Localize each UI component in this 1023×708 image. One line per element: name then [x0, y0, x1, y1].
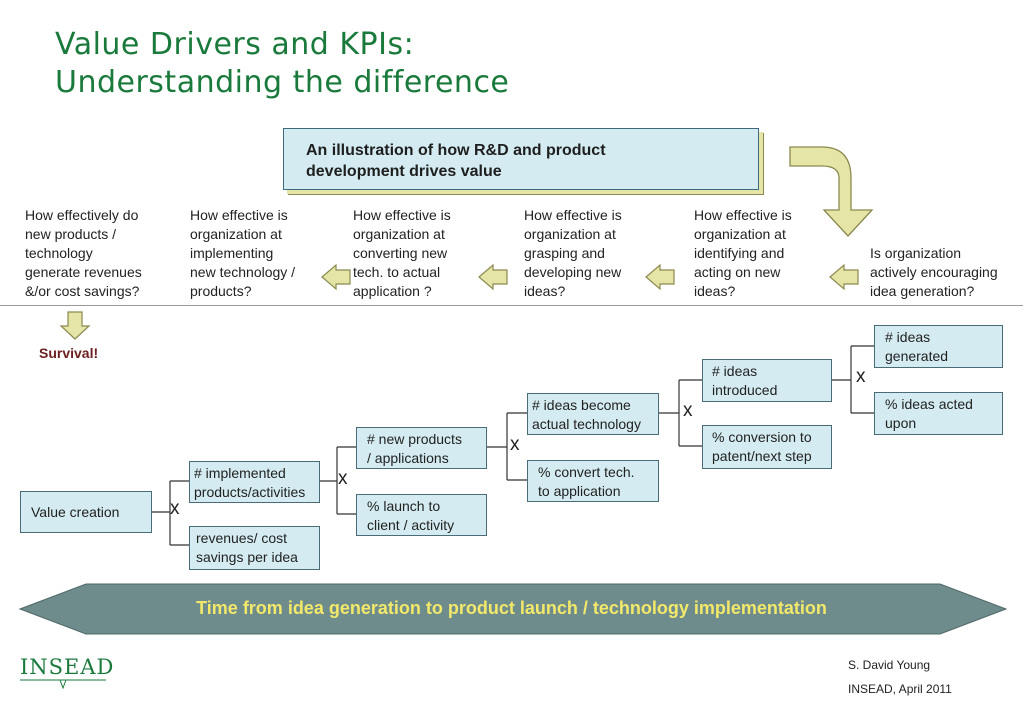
- question-line: How effective is: [694, 207, 792, 223]
- question-line: ideas?: [694, 283, 736, 299]
- node-label: generated: [885, 348, 949, 364]
- node-label: / applications: [367, 450, 449, 466]
- node-ideas-acted-upon: % ideas acted upon: [874, 392, 1003, 435]
- question-grasping: How effective is organization at graspin…: [524, 206, 622, 301]
- question-line: grasping and: [524, 245, 605, 261]
- node-label: # ideas: [712, 363, 758, 379]
- node-label: introduced: [712, 382, 778, 398]
- node-revenues-savings: revenues/ cost savings per idea: [189, 526, 320, 570]
- tree-connectors: [152, 345, 874, 546]
- question-line: identifying and: [694, 245, 785, 261]
- node-conversion-to-patent: % conversion to patent/next step: [702, 425, 832, 469]
- question-line: products?: [190, 283, 252, 299]
- node-label: % conversion to: [712, 429, 812, 445]
- question-line: technology: [25, 245, 93, 261]
- node-label: savings per idea: [196, 549, 298, 565]
- callout-line-1: An illustration of how R&D and product: [306, 142, 606, 159]
- node-label: % ideas acted: [885, 396, 973, 412]
- title-line-1: Value Drivers and KPIs:: [55, 27, 415, 62]
- question-line: generate revenues: [25, 264, 142, 280]
- question-line: implementing: [190, 245, 274, 261]
- question-line: developing new: [524, 264, 622, 280]
- curved-down-arrow: [789, 146, 874, 237]
- question-encouraging: Is organization actively encouraging ide…: [870, 244, 998, 301]
- left-arrow-1: [321, 263, 351, 291]
- survival-down-arrow: [59, 311, 91, 340]
- survival-label: Survival!: [39, 345, 99, 361]
- logo-text: INSEAD: [20, 655, 115, 679]
- question-line: organization at: [524, 226, 616, 242]
- node-value-creation: Value creation: [20, 491, 152, 533]
- node-convert-tech: % convert tech. to application: [527, 460, 659, 502]
- node-label: % convert tech.: [538, 464, 635, 480]
- insead-logo: INSEAD: [20, 655, 114, 679]
- node-ideas-generated: # ideas generated: [874, 325, 1003, 368]
- page-title: Value Drivers and KPIs: Understanding th…: [55, 26, 509, 102]
- node-label: products/activities: [194, 484, 306, 500]
- node-label: Value creation: [31, 504, 120, 520]
- question-line: How effective is: [353, 207, 451, 223]
- node-label: patent/next step: [712, 448, 812, 464]
- node-label: # implemented: [194, 465, 286, 481]
- question-line: idea generation?: [870, 283, 975, 299]
- multiply-operator: x: [170, 498, 180, 519]
- node-label: % launch to: [367, 498, 441, 514]
- node-label: upon: [885, 415, 917, 431]
- node-new-products: # new products / applications: [356, 427, 487, 469]
- credit-author: S. David Young: [848, 658, 931, 672]
- left-arrow-2: [478, 263, 508, 291]
- callout-box: An illustration of how R&D and product d…: [283, 128, 759, 190]
- node-ideas-introduced: # ideas introduced: [702, 359, 832, 402]
- node-label: client / activity: [367, 517, 455, 533]
- node-label: # ideas: [885, 329, 931, 345]
- callout-line-2: development drives value: [306, 163, 502, 180]
- question-line: new technology /: [190, 264, 296, 280]
- question-line: acting on new: [694, 264, 781, 280]
- question-line: How effectively do: [25, 207, 139, 223]
- multiply-operator: x: [510, 434, 520, 455]
- multiply-operator: x: [338, 468, 348, 489]
- question-line: organization at: [694, 226, 786, 242]
- question-line: How effective is: [524, 207, 622, 223]
- question-revenues: How effectively do new products / techno…: [25, 206, 142, 301]
- multiply-operator: x: [683, 400, 693, 421]
- question-identifying: How effective is organization at identif…: [694, 206, 792, 301]
- credit-source: INSEAD, April 2011: [848, 682, 952, 696]
- divider-line: [0, 305, 1023, 306]
- question-line: application ?: [353, 283, 432, 299]
- node-ideas-become-technology: # ideas become actual technology: [527, 393, 659, 435]
- node-label: # ideas become: [532, 397, 631, 413]
- question-line: new products /: [25, 226, 117, 242]
- question-line: organization at: [353, 226, 445, 242]
- title-line-2: Understanding the difference: [55, 65, 510, 100]
- question-implementing: How effective is organization at impleme…: [190, 206, 295, 301]
- question-line: ideas?: [524, 283, 566, 299]
- node-label: to application: [538, 483, 621, 499]
- question-line: How effective is: [190, 207, 288, 223]
- node-label: # new products: [367, 431, 462, 447]
- left-arrow-3: [645, 263, 675, 291]
- question-line: &/or cost savings?: [25, 283, 140, 299]
- left-arrow-4: [829, 263, 859, 291]
- node-implemented-products: # implemented products/activities: [189, 461, 320, 503]
- node-launch-to-client: % launch to client / activity: [356, 494, 487, 536]
- question-line: Is organization: [870, 245, 962, 261]
- question-line: converting new: [353, 245, 448, 261]
- node-label: actual technology: [532, 416, 641, 432]
- question-converting: How effective is organization at convert…: [353, 206, 451, 301]
- question-line: organization at: [190, 226, 282, 242]
- node-label: revenues/ cost: [196, 530, 288, 546]
- multiply-operator: x: [856, 366, 866, 387]
- timeline-double-arrow: [18, 583, 1008, 635]
- question-line: actively encouraging: [870, 264, 998, 280]
- question-line: tech. to actual: [353, 264, 441, 280]
- timeline-label: Time from idea generation to product lau…: [196, 598, 827, 618]
